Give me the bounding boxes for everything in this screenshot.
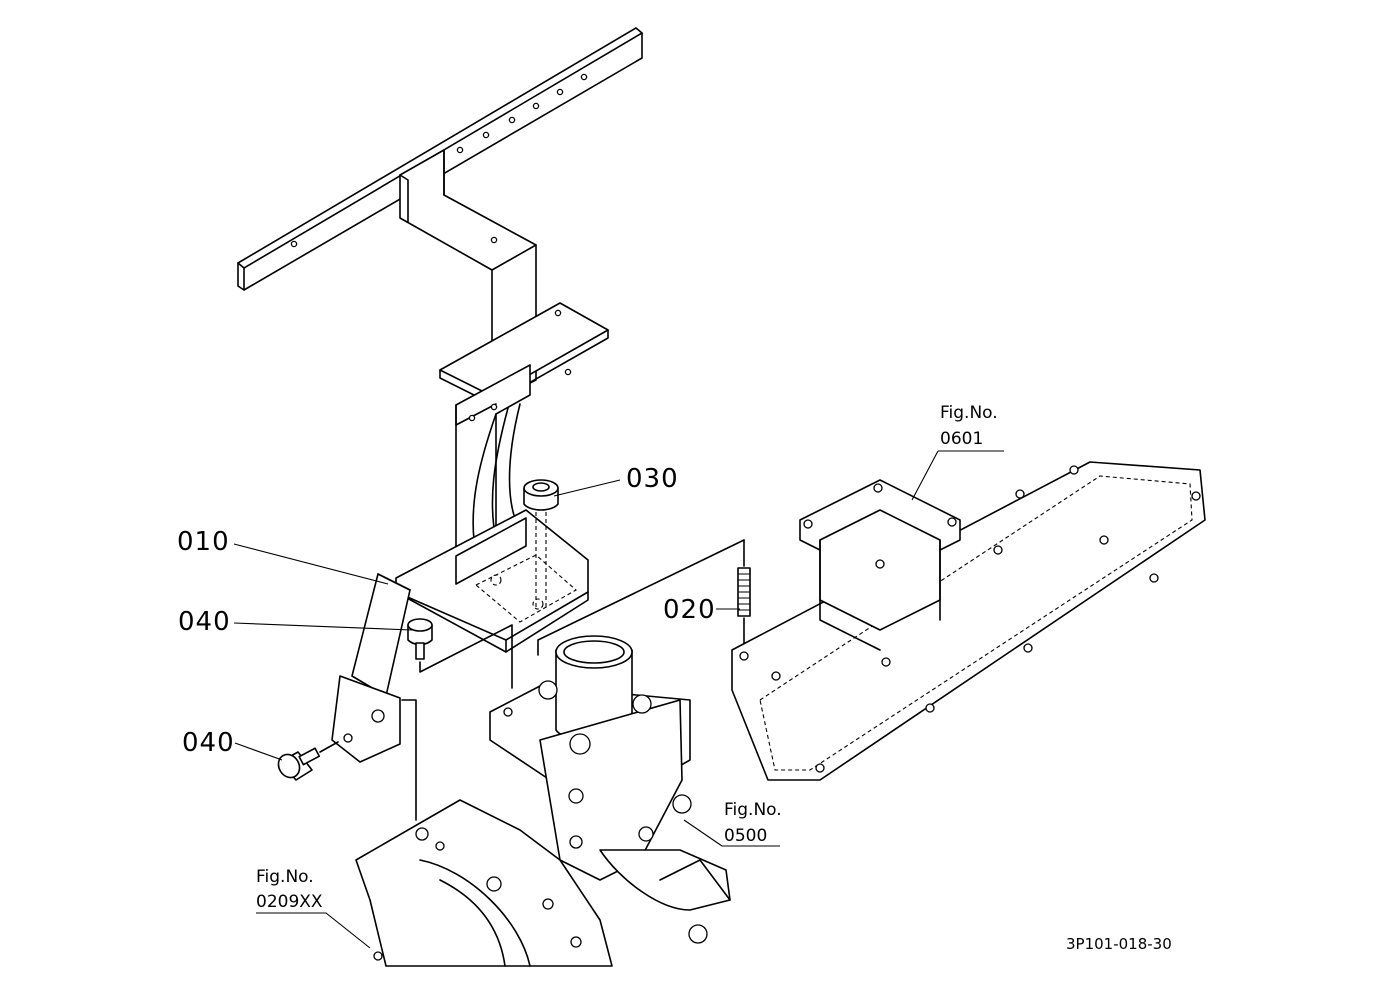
fig-ref-0209xx-label: Fig.No. bbox=[256, 867, 314, 887]
callout-040-lower: 040 bbox=[182, 728, 235, 758]
leader-lines bbox=[233, 450, 1004, 949]
bolt-040-lower bbox=[277, 699, 417, 821]
exhaust-manifold bbox=[731, 461, 1206, 781]
fig-ref-0500-label: Fig.No. bbox=[724, 800, 782, 820]
stud-020 bbox=[537, 539, 751, 656]
fig-ref-0601-number: 0601 bbox=[940, 429, 984, 449]
callout-020: 020 bbox=[663, 595, 716, 625]
hanger-bracket bbox=[395, 149, 609, 653]
gear-case bbox=[355, 799, 613, 967]
callout-040-upper: 040 bbox=[178, 607, 231, 637]
nut-030 bbox=[523, 479, 559, 610]
callout-010: 010 bbox=[177, 527, 230, 557]
callout-030: 030 bbox=[626, 464, 679, 494]
drawing-code: 3P101-018-30 bbox=[1066, 935, 1172, 953]
fig-ref-0601-label: Fig.No. bbox=[940, 403, 998, 423]
fig-ref-0500-number: 0500 bbox=[724, 826, 768, 846]
fig-ref-0209xx-number: 0209XX bbox=[256, 892, 323, 912]
bolt-040-upper bbox=[407, 618, 513, 689]
arm-bracket bbox=[331, 573, 411, 763]
thermostat-housing bbox=[489, 635, 731, 944]
